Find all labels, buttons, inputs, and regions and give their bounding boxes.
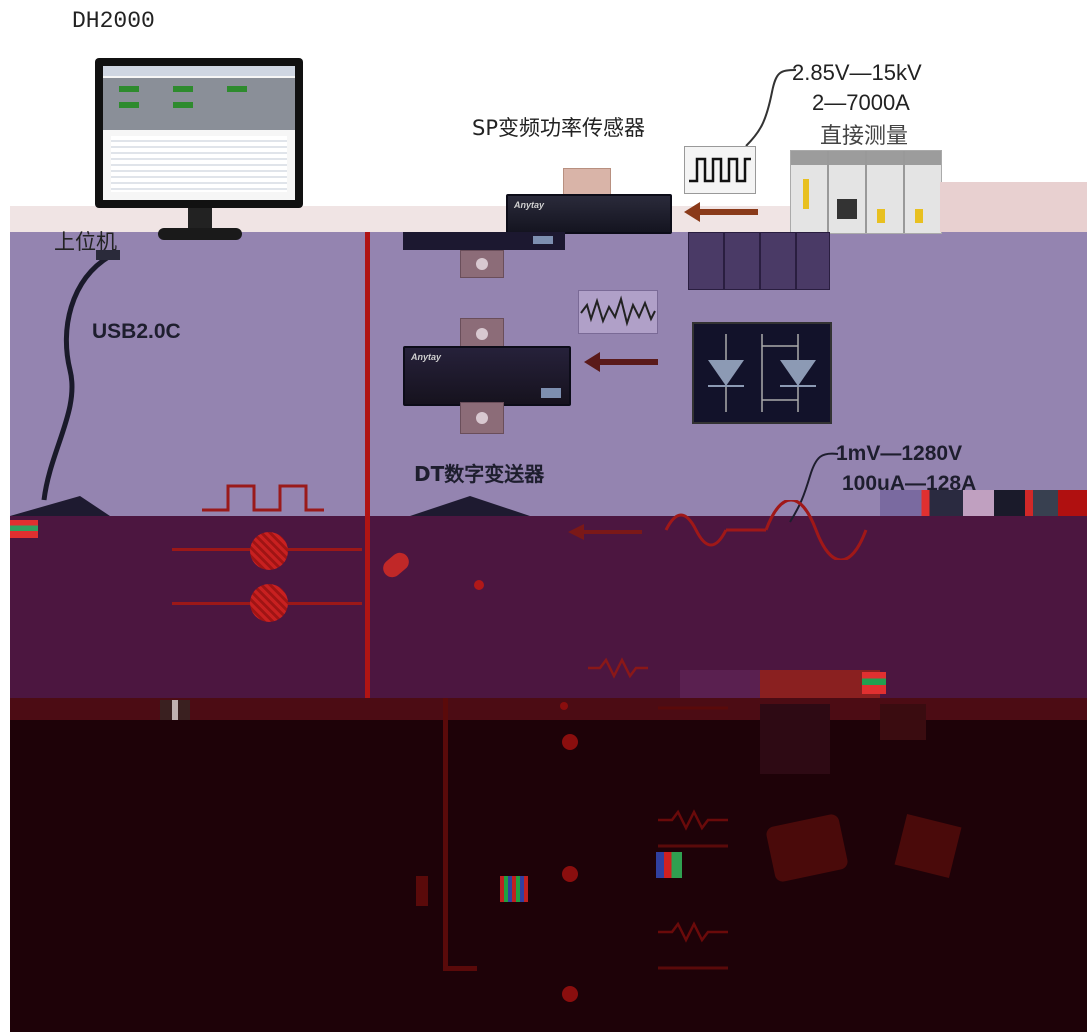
dark-dot-3 (562, 866, 578, 882)
sp-callout-line (745, 69, 797, 147)
sp-method: 直接测量 (820, 124, 909, 149)
dt-callout-line (789, 452, 839, 523)
bus-line-lower (443, 698, 448, 970)
sp-device-lower (403, 232, 565, 250)
sp-device-brand: Anytay (514, 200, 545, 210)
ct-coil-b (250, 584, 288, 622)
monitor-screen (103, 66, 295, 200)
sp-voltage-range: 2.85V—15kV (792, 60, 922, 85)
plum-dot (474, 580, 484, 590)
sine-wave (568, 500, 868, 560)
dt-waveform-scope (578, 290, 658, 334)
busbar-mid (460, 250, 504, 278)
top-right-patch (940, 182, 1087, 232)
page-title: DH2000 (72, 8, 155, 34)
sp-sensor-device: Anytay (506, 194, 672, 234)
sp-current-range: 2—7000A (812, 90, 910, 115)
sp-waveform-scope (684, 146, 756, 194)
dt-transmitter-label: DT数字变送器 (414, 462, 545, 486)
dark-glitch-2 (656, 852, 682, 878)
dt-arrow (584, 352, 658, 372)
dark-glitch-3 (500, 876, 528, 902)
dt-transmitter-device: Anytay (403, 346, 571, 406)
diode-bridge (692, 322, 832, 424)
dt-device-edge (410, 496, 530, 516)
band-plum (10, 516, 1087, 698)
usb-cable (41, 250, 120, 501)
monitor-stand (158, 228, 242, 240)
resistor-stack (658, 706, 728, 970)
bus-line-lower-foot (443, 966, 477, 971)
plum-indicator (862, 672, 886, 694)
monitor (95, 58, 303, 208)
sp-sensor-label: SP变频功率传感器 (472, 116, 645, 140)
high-voltage-cabinet (790, 150, 942, 234)
dt-device-brand: Anytay (411, 352, 442, 362)
left-device-edge (10, 496, 110, 516)
dark-dot-2 (562, 734, 578, 750)
dt-device-port (541, 388, 561, 398)
monitor-neck (188, 208, 212, 230)
ct-coil-a (250, 532, 288, 570)
usb-label: USB2.0C (92, 320, 181, 343)
dark-dot-4 (562, 986, 578, 1002)
cabinet-lower (688, 232, 830, 290)
left-indicator (10, 520, 38, 538)
bus-line-main (365, 232, 370, 698)
dark-block-2 (880, 704, 926, 740)
square-wave (202, 484, 324, 512)
dark-block-1 (760, 704, 830, 774)
dt-glitch-strip (880, 490, 1087, 516)
sp-arrow (684, 202, 758, 222)
plum-strip (680, 670, 880, 698)
dark-dot-1 (560, 702, 568, 710)
dark-glitch-1 (160, 700, 190, 720)
dt-busbar-bottom (460, 402, 504, 434)
dt-current-range: 100uA—128A (842, 472, 977, 495)
dark-glitch-4 (416, 876, 428, 906)
resistor-1 (588, 657, 648, 679)
dt-voltage-range: 1mV—1280V (836, 442, 963, 465)
